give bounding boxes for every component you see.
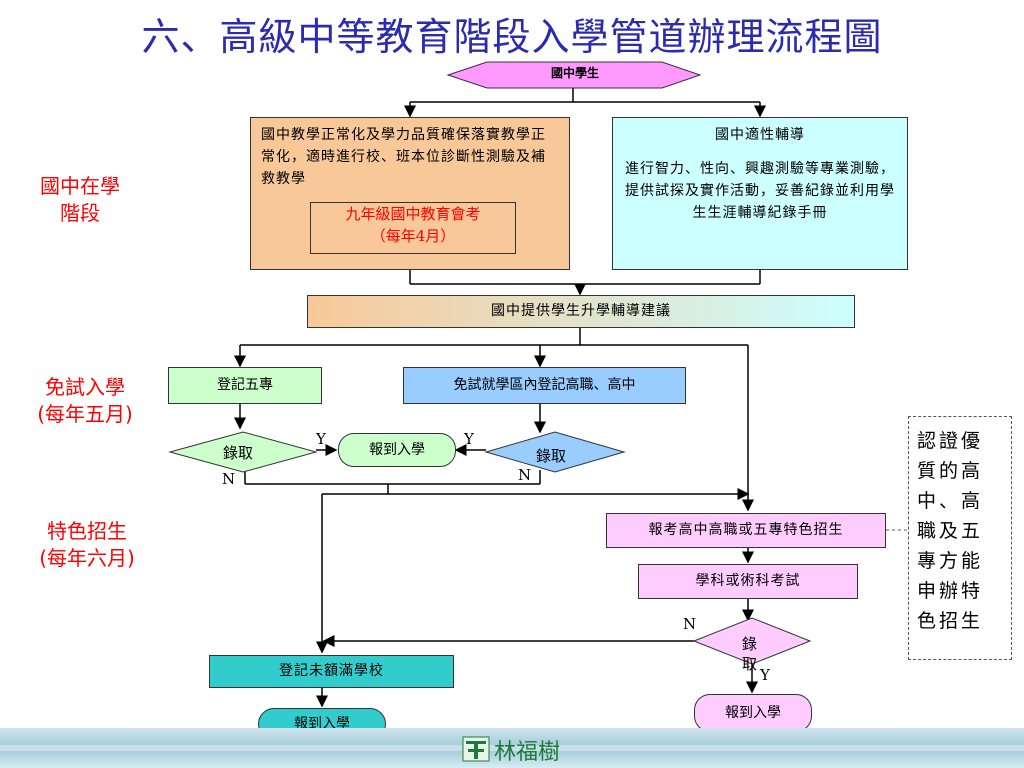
featured-apply-box: 報考高中高職或五專特色招生 — [606, 513, 886, 548]
stage-label-featured: 特色招生 (每年六月) — [39, 519, 135, 570]
exam-free-register-box: 免試就學區內登記高職、高中 — [403, 367, 686, 404]
register-five-box: 登記五專 — [168, 367, 322, 404]
edge-y2: Y — [464, 430, 474, 448]
stage-label-junior: 國中在學 階段 — [40, 174, 120, 225]
admit-left-label: 錄取 — [223, 444, 254, 462]
guidance-gap — [625, 146, 895, 158]
report-right-pill: 報到入學 — [694, 694, 812, 732]
advice-box: 國中提供學生升學輔導建議 — [307, 295, 855, 328]
stage-label-exam-free: 免試入學 (每年五月) — [37, 375, 133, 426]
edge-n2: N — [518, 466, 532, 484]
admit-left-diamond — [168, 431, 318, 473]
register-unfilled-box: 登記未額滿學校 — [209, 655, 454, 688]
subject-exam-box: 學科或術科考試 — [638, 564, 858, 599]
side-note: 認證優質的高中、高職及五專方能申辦特色招生 — [908, 416, 1012, 660]
logo-text: 林福樹 — [494, 740, 561, 765]
guidance-box: 國中適性輔導 進行智力、性向、興趣測驗等專業測驗，提供試探及實作活動，妥善紀錄並… — [612, 117, 908, 270]
admit-right-label: 錄取 — [536, 447, 567, 465]
edge-n3: N — [683, 615, 697, 633]
edge-n1: N — [222, 470, 236, 488]
admit-bottom-diamond — [692, 617, 812, 665]
footer-line — [0, 745, 1024, 751]
exam-box: 九年級國中教育會考 （每年4月） — [310, 202, 516, 254]
guidance-title: 國中適性輔導 — [715, 127, 805, 143]
report-center-pill: 報到入學 — [338, 433, 456, 467]
start-shape — [446, 61, 702, 89]
teaching-text: 國中教學正常化及學力品質確保落實教學正常化，適時進行校、班本位診斷性測驗及補救教… — [261, 127, 546, 187]
admit-bottom-label: 錄取 — [742, 635, 758, 673]
admit-right-diamond — [484, 431, 626, 473]
logo-icon — [462, 736, 490, 762]
edge-y1: Y — [316, 430, 326, 448]
page-title: 六、高級中等教育階段入學管道辦理流程圖 — [141, 15, 883, 59]
start-node: 國中學生 — [550, 66, 599, 80]
edge-y3: Y — [760, 666, 770, 684]
guidance-body: 進行智力、性向、興趣測驗等專業測驗，提供試探及實作活動，妥善紀錄並利用學生生涯輔… — [625, 161, 895, 221]
